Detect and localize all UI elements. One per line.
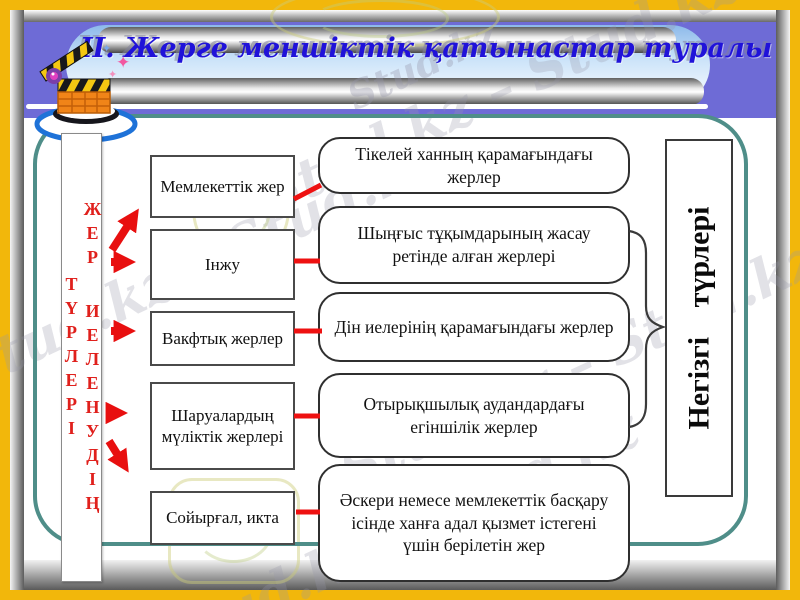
page-title: ІІ. Жерге меншіктік қатынастар туралы: [80, 33, 773, 64]
type-box-5: Сойырғал, икта: [150, 491, 295, 545]
left-category-label: ЖЕР ИЕЛЕНУДІҢ ТҮРЛЕРІ: [61, 198, 103, 517]
clapperboard-icon: [34, 40, 138, 143]
description-box-3: Дін иелерінің қарамағындағы жерлер: [318, 292, 630, 362]
frame-metal-left: [10, 10, 24, 590]
description-box-4: Отырықшылық аудандардағы егіншілік жерле…: [318, 373, 630, 458]
frame-metal-right: [776, 10, 790, 590]
type-box-4: Шаруалардың мүліктік жерлері: [150, 382, 295, 470]
type-box-3: Вакфтық жерлер: [150, 311, 295, 366]
type-box-2: Інжу: [150, 229, 295, 300]
left-category-box: ЖЕР ИЕЛЕНУДІҢ ТҮРЛЕРІ: [61, 133, 103, 582]
metal-tube-top: [98, 27, 676, 53]
description-box-2: Шыңғыс тұқымдарының жасау ретінде алған …: [318, 206, 630, 284]
frame-metal-top: [10, 10, 790, 22]
right-category-box: Негізгі түрлері: [665, 139, 733, 497]
right-category-label: Негізгі түрлері: [682, 206, 715, 430]
description-box-1: Тікелей ханның қарамағындағы жерлер: [318, 137, 630, 194]
metal-tube-bottom: [98, 78, 704, 105]
banner-divider-line: [26, 104, 708, 109]
type-box-1: Мемлекеттік жер: [150, 155, 295, 218]
description-box-5: Әскери немесе мемлекеттік басқару ісінде…: [318, 464, 630, 582]
